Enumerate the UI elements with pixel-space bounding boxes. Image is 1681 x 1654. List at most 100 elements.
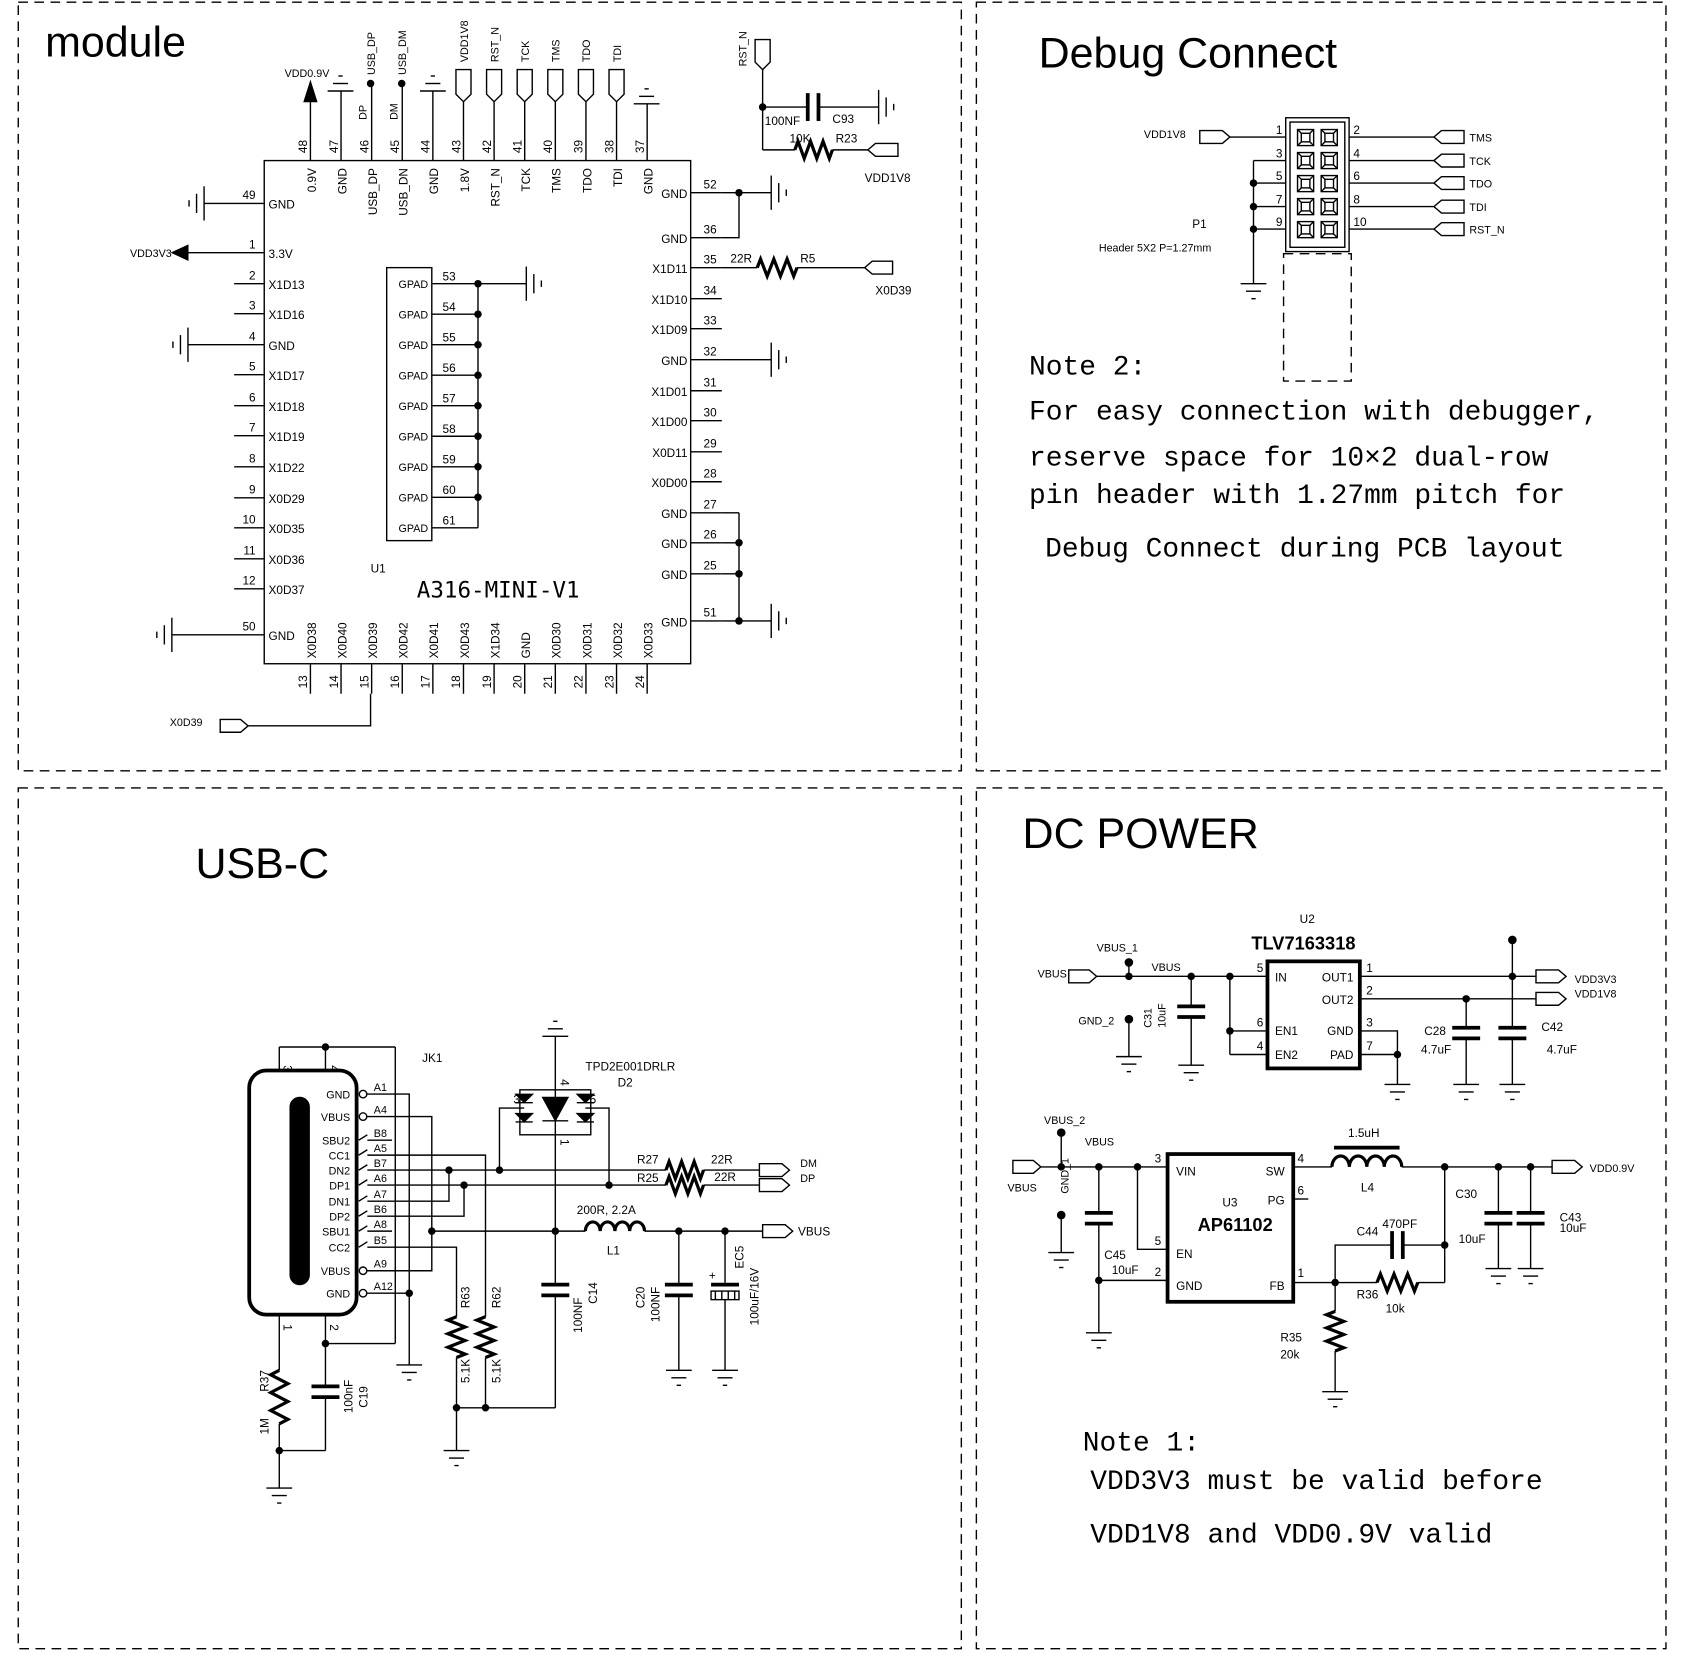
section-frame-power (975, 787, 1667, 1650)
net-port-icon (455, 68, 472, 103)
header-pad-icon (1320, 164, 1326, 170)
header-pad-icon (1297, 187, 1302, 193)
header-pad-icon (1297, 129, 1302, 134)
pin-number: 4 (249, 330, 256, 343)
header-pad-icon (1297, 152, 1302, 157)
net-label: USB_DP (366, 32, 378, 75)
pin-name: GND (269, 630, 295, 643)
wire (1136, 1166, 1168, 1251)
pin-number: B5 (374, 1235, 387, 1247)
header-pad-icon (1324, 224, 1335, 235)
pin-name: OUT1 (1322, 972, 1353, 985)
wire (248, 693, 372, 727)
pin-number: 30 (704, 406, 718, 419)
net-label: DM (388, 103, 400, 120)
pin-name: X1D00 (651, 416, 688, 429)
pin-stub (358, 1195, 368, 1202)
net-label: VBUS (1008, 1183, 1037, 1195)
pin-name: DN1 (329, 1196, 351, 1208)
header-pad-icon (1300, 178, 1311, 189)
pin-number: 1 (558, 1139, 571, 1146)
capacitor-ref: C14 (587, 1282, 600, 1304)
pin-number: 46 (358, 140, 371, 154)
pin-number: 39 (573, 140, 586, 153)
pin-name: TMS (551, 168, 564, 193)
junction-dot (1249, 225, 1258, 233)
header-pad-icon (1300, 201, 1311, 212)
pin-name: X1D11 (652, 263, 687, 276)
header-pad-icon (1309, 198, 1315, 203)
header-pad-icon (1309, 152, 1315, 157)
junction-dot (1440, 1241, 1449, 1249)
usb-c-connector-body (247, 1068, 359, 1317)
pin-name: FB (1270, 1280, 1285, 1293)
wire (585, 1107, 610, 1186)
pin-name: GND (269, 199, 295, 212)
header-pad-icon (1324, 132, 1335, 143)
pin-name: GND (326, 1089, 350, 1101)
section-title-debug: Debug Connect (1039, 30, 1338, 78)
header-pad-icon (1309, 141, 1315, 147)
header-pad-icon (1333, 187, 1338, 193)
wire (367, 1170, 450, 1202)
pin-number: 5 (249, 360, 256, 373)
pin-name: DN2 (329, 1165, 351, 1177)
junction-dot (321, 1339, 330, 1348)
net-port-icon (516, 68, 533, 103)
pin-number: 50 (243, 621, 257, 634)
pin-stub (358, 1179, 368, 1186)
junction-dot (1393, 1050, 1402, 1059)
header-pad-icon (1324, 201, 1335, 212)
junction-dot (735, 570, 743, 578)
note-text: reserve space for 10×2 dual-row (1029, 444, 1549, 475)
pin-name: X0D30 (551, 622, 564, 658)
net-label: VDD3V3 (1575, 974, 1617, 986)
header-pad-icon (1333, 152, 1338, 157)
header-pad-icon (1320, 220, 1338, 239)
pin-number: 24 (634, 675, 647, 689)
pin-name: 3.3V (269, 248, 293, 261)
pin-number: 23 (603, 675, 616, 689)
resistor-icon (755, 254, 799, 281)
pin-number: 57 (443, 393, 456, 406)
note-text: Note 1: (1083, 1429, 1200, 1460)
pin-name: GND (661, 355, 687, 368)
pin-number: 7 (1276, 193, 1283, 206)
pin-name: USB_DN (398, 168, 411, 216)
header-pad-icon (1324, 178, 1335, 189)
pin-name: USB_DP (367, 168, 380, 215)
pin-name: GPAD (398, 310, 428, 322)
pin-number: 59 (443, 454, 456, 467)
capacitor-ref: C45 (1104, 1249, 1126, 1262)
net-label: TMS (1469, 132, 1492, 144)
pin-name: X0D36 (269, 554, 306, 567)
net-label: VDD3V3 (130, 248, 172, 260)
pin-number: A5 (374, 1143, 387, 1155)
header-pad-icon (1333, 164, 1338, 170)
junction-dot (1226, 1027, 1234, 1035)
net-port-icon (577, 68, 595, 103)
component-ref: U1 (371, 563, 386, 576)
pin-number: 58 (443, 423, 457, 436)
power-arrow-icon (170, 244, 189, 261)
pin-name: SBU2 (322, 1135, 350, 1147)
resistor-icon (1322, 1309, 1349, 1353)
pin-number: 3 (1155, 1153, 1162, 1166)
pin-number: 32 (704, 345, 717, 358)
resistor-icon (664, 1156, 706, 1184)
pin-name: X1D09 (651, 324, 687, 337)
pin-number: 33 (704, 314, 718, 327)
pin-number: 52 (704, 178, 717, 191)
power-arrow-icon (303, 79, 318, 103)
header-pad-icon (1320, 210, 1326, 216)
pin-number: 56 (443, 362, 457, 375)
tvs-array-frame (519, 1089, 592, 1136)
header-pad-icon (1320, 141, 1326, 147)
test-point-icon (1508, 935, 1517, 945)
header-pad-icon (1297, 233, 1302, 239)
pin-name: X0D33 (643, 622, 656, 658)
pin-name: GPAD (398, 523, 428, 535)
pin-number: 5 (590, 1094, 597, 1107)
pin-number: 43 (450, 140, 463, 154)
capacitor-ref: C43 (1560, 1212, 1582, 1225)
